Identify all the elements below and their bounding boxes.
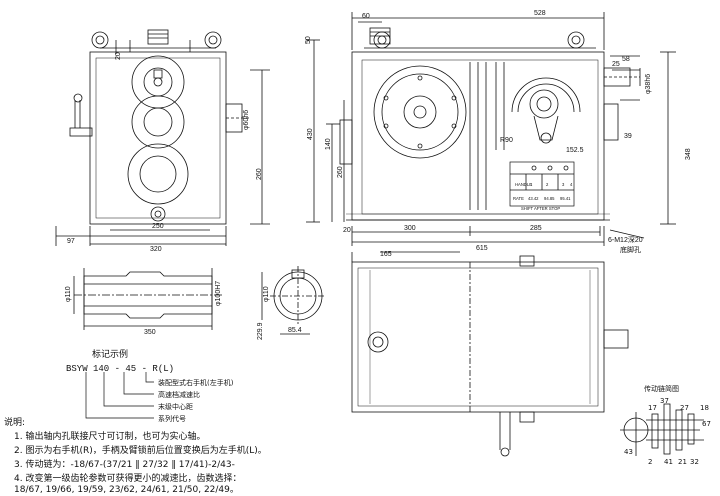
note-line-1: 1. 输出轴内孔联接尺寸可订制，也可为实心轴。 (14, 432, 206, 442)
tx-top-17: 17 (648, 404, 657, 412)
dim-348: 348 (685, 148, 692, 160)
dim-58: 58 (622, 56, 630, 63)
shaft-section-view (261, 266, 326, 335)
dim-39: 39 (624, 133, 632, 140)
dim-528: 528 (534, 10, 546, 17)
legend-item-3: 末级中心距 (158, 403, 193, 411)
shaft-len-350: 350 (144, 329, 156, 336)
bolt-spec: 6-M12深20 (608, 235, 643, 244)
dim-320: 320 (150, 246, 162, 253)
legend-item-2: 高速档减速比 (158, 391, 200, 399)
legend-title: 标记示例 (92, 350, 129, 360)
transmission-title: 传动链简图 (644, 385, 679, 393)
transmission-diagram (620, 403, 704, 456)
note-line-3: 3. 传动链为：-18/67-(37/21 ‖ 27/32 ‖ 17/41)-2… (14, 460, 235, 470)
legend-code: BSYW 140 - 45 - R(L) (66, 364, 175, 374)
tx-bottom-21: 21 (678, 458, 687, 466)
section-229-9: 229.9 (257, 322, 264, 340)
dim-50: 50 (305, 36, 312, 44)
dim-430: 430 (307, 128, 314, 140)
dim-300: 300 (404, 225, 416, 232)
plan-view (351, 251, 629, 457)
dim-20-side: 20 (343, 227, 351, 234)
plate-h3: 3 (562, 182, 565, 187)
tx-top-18: 18 (700, 404, 709, 412)
dim-615: 615 (476, 245, 488, 252)
dim-phi60h6: φ60h6 (243, 110, 250, 130)
side-view (306, 12, 676, 246)
dim-152-5: 152.5 (566, 147, 584, 154)
note-line-4: 4. 改变第一级齿轮参数可获得更小的减速比，齿数选择： (14, 474, 242, 484)
tx-side-67: 67 (702, 420, 711, 428)
dim-60: 60 (362, 13, 370, 20)
plan-dim-165: 165 (380, 251, 392, 258)
notes-title: 说明: (4, 418, 26, 428)
dim-20-front: 20 (115, 52, 122, 60)
plate-shift: SHIFT AFTER STOP (521, 206, 560, 211)
dim-260-front: 260 (256, 168, 263, 180)
front-view (55, 29, 270, 246)
bolt-note: 底脚孔 (620, 245, 641, 254)
legend-item-4: 系列代号 (158, 415, 186, 423)
shaft-dia-110: φ110 (65, 286, 72, 302)
dim-phi38h6: φ38h6 (645, 74, 652, 94)
section-dia-110: φ110 (263, 286, 270, 302)
tx-left-43: 43 (624, 448, 633, 456)
dim-25: 25 (612, 61, 620, 68)
dim-285: 285 (530, 225, 542, 232)
tx-top-37: 37 (660, 397, 669, 405)
plate-h2: 2 (546, 182, 549, 187)
dim-97: 97 (67, 238, 75, 245)
section-85-4: 85.4 (288, 327, 302, 334)
plate-rate: RATE (513, 196, 524, 201)
plate-rate-3: 95.41 (560, 196, 571, 201)
dim-r90: R90 (500, 137, 513, 144)
plate-h4: 4 (570, 182, 573, 187)
hollow-shaft-view (73, 268, 222, 330)
legend-item-1: 装配型式右手机(左手机) (158, 379, 234, 387)
tx-bottom-2: 2 (648, 458, 653, 466)
tx-bottom-32: 32 (690, 458, 699, 466)
plate-rate-1: 43.42 (528, 196, 539, 201)
dim-260-side: 260 (337, 166, 344, 178)
dim-250: 250 (152, 223, 164, 230)
plate-handle: HANDLE (515, 182, 532, 187)
tx-top-27: 27 (680, 404, 689, 412)
plate-rate-2: 94.85 (544, 196, 555, 201)
shaft-dia-100h7: φ100H7 (215, 281, 222, 306)
tx-bottom-41: 41 (664, 458, 673, 466)
note-line-5: 18/67, 19/66, 19/59, 23/62, 24/61, 21/50… (14, 485, 239, 495)
note-line-2: 2. 图示为右手机(R)，手柄及臂锁前后位置变换后为左手机(L)。 (14, 446, 267, 456)
plate-h1: 1 (530, 182, 533, 187)
dim-140: 140 (325, 138, 332, 150)
